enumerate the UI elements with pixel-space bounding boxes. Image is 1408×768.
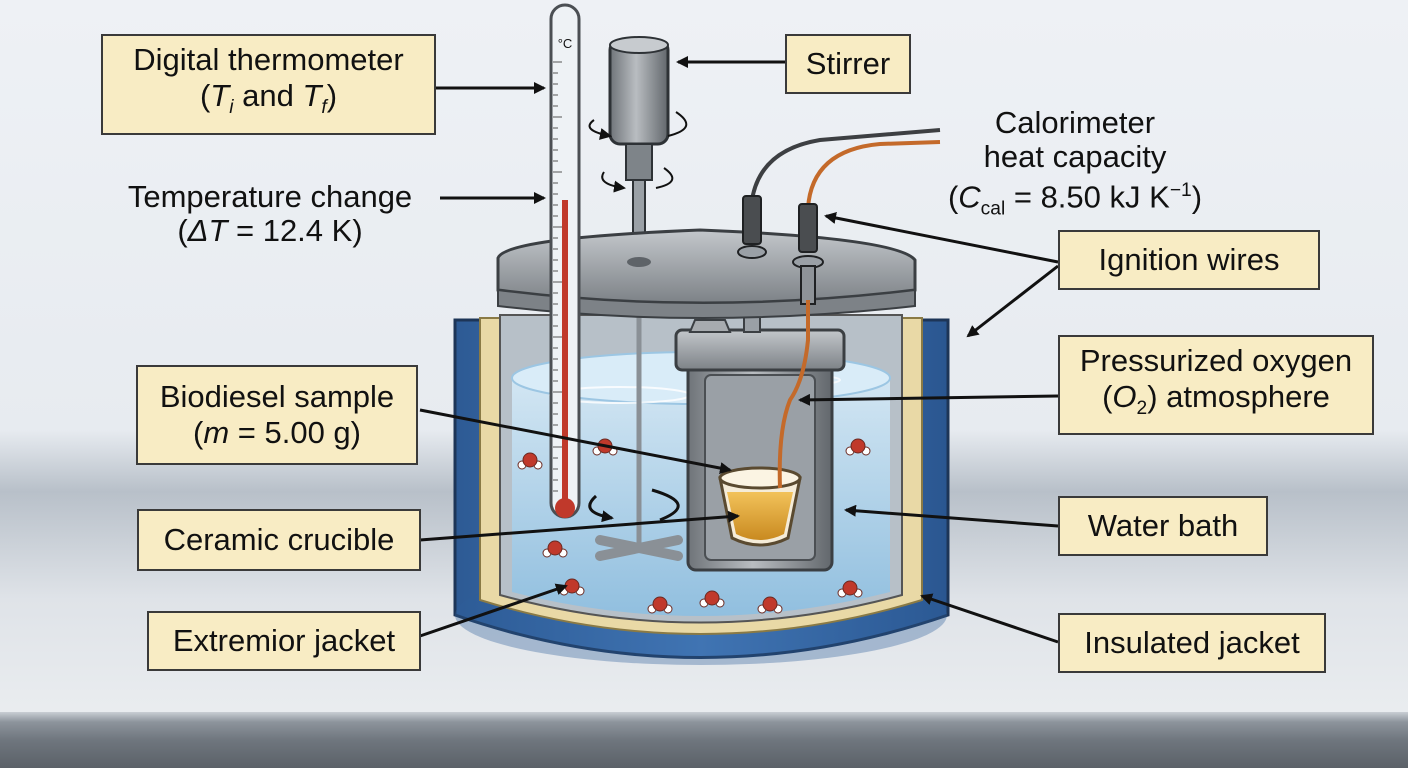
- extremior-jacket-label: Extremior jacket: [172, 623, 396, 658]
- water-molecule: [517, 452, 543, 470]
- insulated-jacket-label: Insulated jacket: [1084, 625, 1300, 660]
- heat-capacity-line1: Calorimeter: [994, 105, 1156, 140]
- stirrer-assembly: [588, 36, 688, 561]
- callout-ignition-wires: Ignition wires: [1058, 230, 1320, 290]
- crucible: [718, 466, 802, 547]
- temperature-change-text: Temperature change (ΔT = 12.4 K): [100, 180, 440, 248]
- water-molecule: [699, 590, 725, 608]
- temperature-change-label: Temperature change: [127, 179, 413, 214]
- callout-pressurized-oxygen: Pressurized oxygen (O2) atmosphere: [1058, 335, 1374, 435]
- biodiesel-sample-label: Biodiesel sample: [159, 379, 395, 414]
- temperature-change-value: (ΔT = 12.4 K): [177, 213, 363, 248]
- heat-capacity-value: (Ccal = 8.50 kJ K−1): [947, 179, 1203, 220]
- calorimeter-heat-capacity-text: Calorimeter heat capacity (Ccal = 8.50 k…: [920, 106, 1230, 227]
- thermometer-unit-text: °C: [558, 36, 573, 51]
- thermometer: °C: [549, 3, 581, 519]
- heat-capacity-line2: heat capacity: [983, 139, 1167, 174]
- stirrer-label: Stirrer: [805, 46, 891, 81]
- floor-bar: [0, 712, 1408, 768]
- callout-ceramic-crucible: Ceramic crucible: [137, 509, 421, 571]
- callout-extremior-jacket: Extremior jacket: [147, 611, 421, 671]
- ignition-wires: [737, 128, 941, 489]
- callout-arrows: [419, 56, 1059, 644]
- callout-insulated-jacket: Insulated jacket: [1058, 613, 1326, 673]
- digital-thermometer-label: Digital thermometer: [133, 42, 404, 78]
- pressurized-oxygen-label: Pressurized oxygen: [1079, 342, 1353, 378]
- pressurized-oxygen-formula: (O2) atmosphere: [1102, 378, 1330, 420]
- callout-stirrer: Stirrer: [785, 34, 911, 94]
- callout-biodiesel-sample: Biodiesel sample (m = 5.00 g): [136, 365, 418, 465]
- callout-water-bath: Water bath: [1058, 496, 1268, 556]
- water-molecule: [837, 580, 863, 598]
- digital-thermometer-symbols: (Ti and Tf): [199, 78, 338, 119]
- thermometer-scale: [553, 61, 562, 492]
- water-bath-label: Water bath: [1087, 508, 1239, 543]
- water-molecule: [542, 540, 568, 558]
- biodiesel-sample-mass: (m = 5.00 g): [192, 415, 361, 450]
- water-molecule: [757, 596, 783, 614]
- callout-digital-thermometer: Digital thermometer (Ti and Tf): [101, 34, 436, 135]
- ignition-wires-label: Ignition wires: [1098, 242, 1280, 277]
- ceramic-crucible-label: Ceramic crucible: [163, 522, 395, 557]
- water-molecule: [647, 596, 673, 614]
- water-molecule: [845, 438, 871, 456]
